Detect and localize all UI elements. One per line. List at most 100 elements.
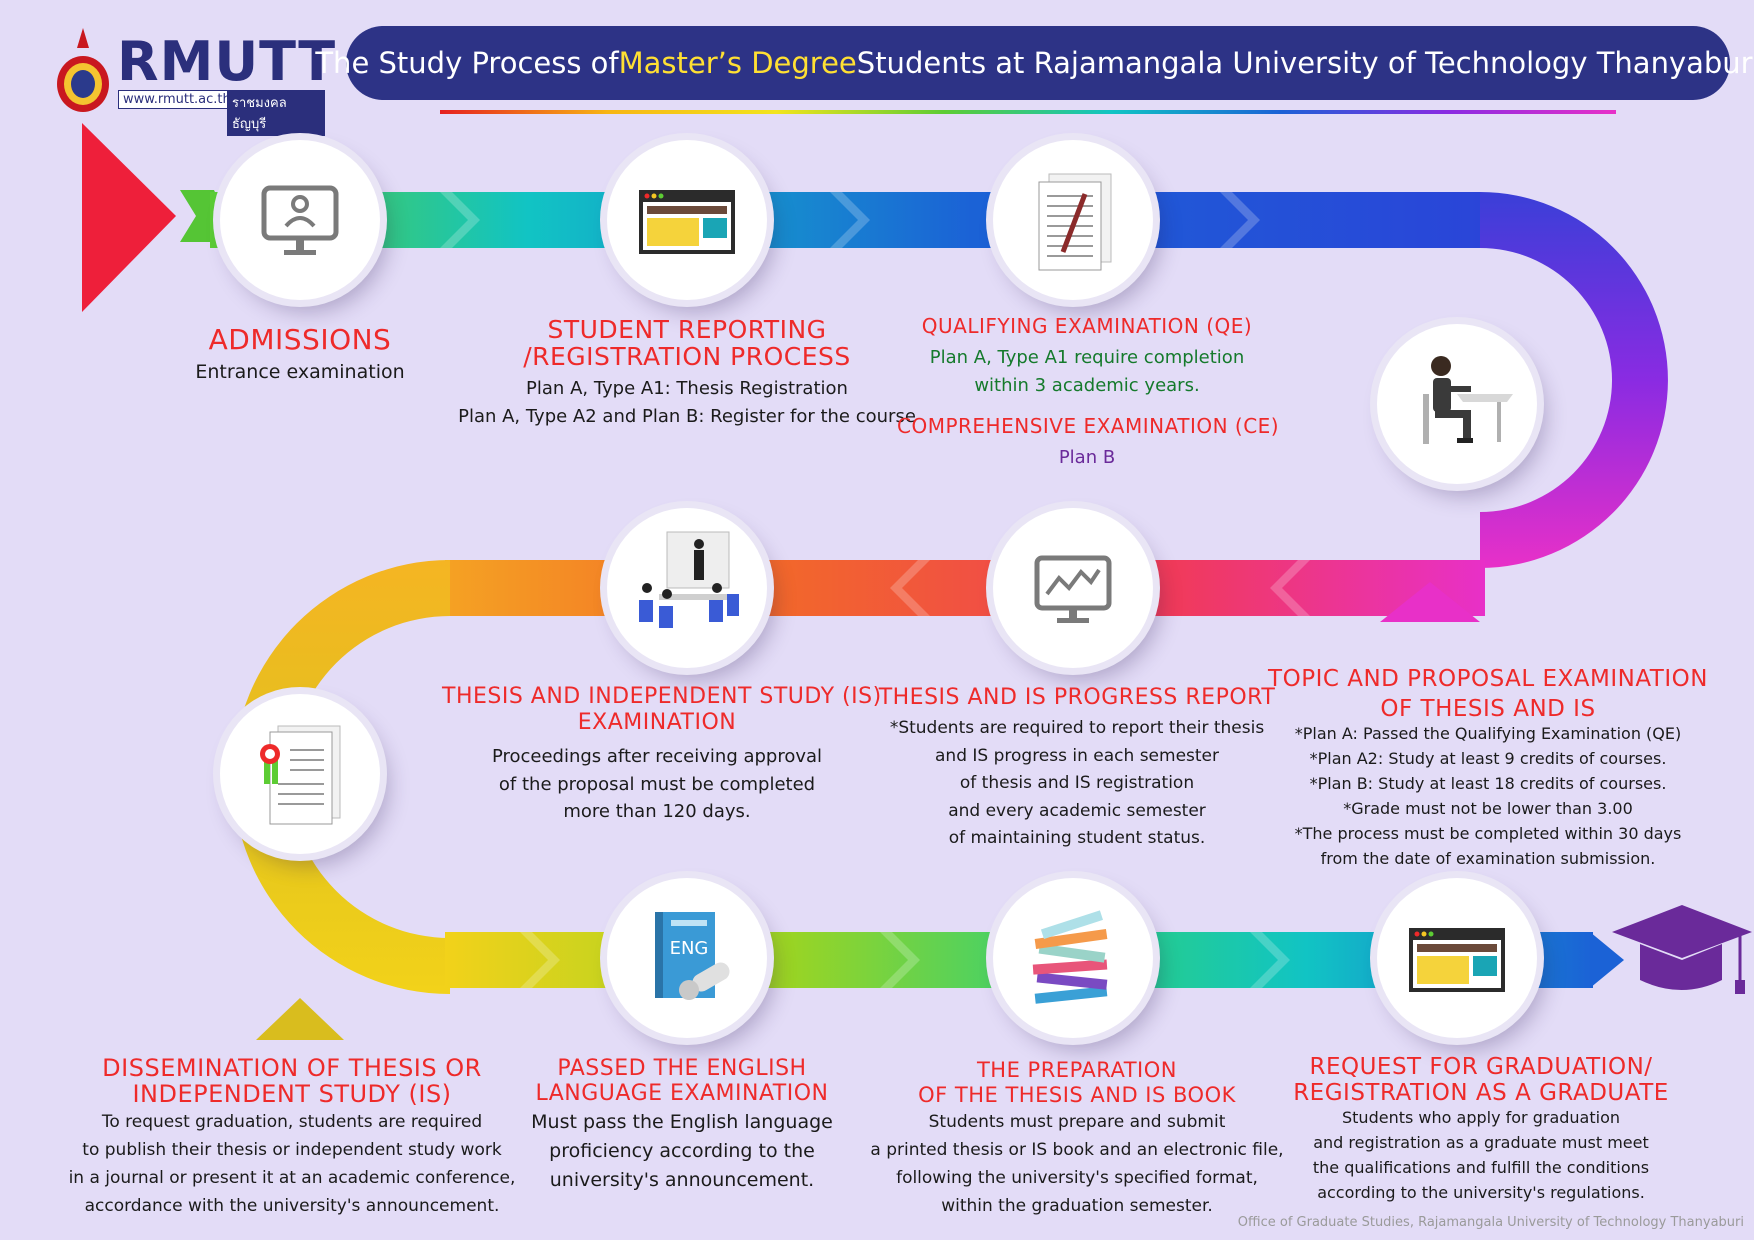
topic-title-line2: OF THESIS AND IS — [1380, 696, 1596, 722]
book-title: THE PREPARATION OF THE THESIS AND IS BOO… — [877, 1058, 1277, 1108]
step-progress-circle — [993, 508, 1153, 668]
topic-text: *Plan A: Passed the Qualifying Examinati… — [1256, 721, 1720, 871]
registration-title-line1: STUDENT REPORTING — [547, 315, 827, 344]
registration-title: STUDENT REPORTING /REGISTRATION PROCESS — [487, 316, 887, 370]
admissions-line: Entrance examination — [195, 361, 405, 383]
browser-window-icon — [1409, 928, 1505, 992]
qualifying-title: QUALIFYING EXAMINATION (QE) — [921, 314, 1253, 338]
comprehensive-title: COMPREHENSIVE EXAMINATION (CE) — [897, 414, 1280, 438]
computer-user-icon — [261, 185, 339, 255]
graduate-title: REQUEST FOR GRADUATION/ REGISTRATION AS … — [1286, 1054, 1676, 1106]
step-graduate-circle — [1377, 878, 1537, 1038]
english-book-label: ENG — [670, 938, 709, 959]
thesis-exam-line: more than 120 days. — [563, 801, 751, 822]
topic-line: *Grade must not be lower than 3.00 — [1343, 799, 1633, 818]
meeting-presentation-icon — [639, 531, 739, 628]
graduation-cap-icon — [1612, 905, 1752, 994]
progress-title: THESIS AND IS PROGRESS REPORT — [878, 685, 1276, 710]
english-line: proficiency according to the — [549, 1140, 815, 1162]
graduate-line: Students who apply for graduation — [1342, 1108, 1620, 1127]
registration-line: Plan A, Type A1: Thesis Registration — [526, 378, 848, 399]
admissions-title: ADMISSIONS — [208, 323, 392, 356]
page-title: The Study Process of Master’s Degree Stu… — [315, 26, 1754, 100]
logo-wordmark: RMUTT — [117, 30, 337, 93]
step-qualifying-circle — [993, 140, 1153, 300]
dissemination-title: DISSEMINATION OF THESIS OR INDEPENDENT S… — [82, 1055, 502, 1107]
topic-title: TOPIC AND PROPOSAL EXAMINATION OF THESIS… — [1266, 664, 1710, 724]
thesis-exam-line: Proceedings after receiving approval — [491, 746, 823, 767]
dissemination-text: To request graduation, students are requ… — [47, 1108, 537, 1220]
step-english-circle: ENG — [607, 878, 767, 1038]
dissemination-line: To request graduation, students are requ… — [101, 1112, 483, 1132]
qualifying-line: Plan A, Type A1 require completion — [929, 347, 1245, 368]
topic-line: from the date of examination submission. — [1320, 849, 1656, 868]
book-title-line2: OF THE THESIS AND IS BOOK — [918, 1083, 1236, 1107]
book-line: a printed thesis or IS book and an elect… — [870, 1140, 1284, 1160]
comprehensive-text: Plan B — [897, 444, 1277, 471]
thesis-exam-title: THESIS AND INDEPENDENT STUDY (IS) EXAMIN… — [442, 684, 882, 736]
step-registration-circle — [607, 140, 767, 300]
topic-line: *Plan A2: Study at least 9 credits of co… — [1309, 749, 1667, 768]
footer-credit: Office of Graduate Studies, Rajamangala … — [1237, 1215, 1744, 1230]
english-title: PASSED THE ENGLISH LANGUAGE EXAMINATION — [502, 1056, 862, 1106]
thesis-exam-title-line2: EXAMINATION — [577, 710, 737, 735]
english-title-line1: PASSED THE ENGLISH — [557, 1056, 807, 1081]
topic-line: *The process must be completed within 30… — [1294, 824, 1682, 843]
monitor-chart-icon — [1034, 555, 1112, 623]
logo-thai-name: ราชมงคลธัญบุรี — [227, 90, 325, 136]
progress-text: *Students are required to report their t… — [867, 715, 1287, 853]
admissions-text: Entrance examination — [150, 358, 450, 387]
topic-line: *Plan A: Passed the Qualifying Examinati… — [1294, 724, 1682, 743]
topic-line: *Plan B: Study at least 18 credits of co… — [1309, 774, 1667, 793]
book-line: following the university's specified for… — [896, 1168, 1258, 1188]
graduate-line: the qualifications and fulfill the condi… — [1312, 1158, 1650, 1177]
progress-line: and IS progress in each semester — [935, 745, 1219, 766]
graduate-title-line1: REQUEST FOR GRADUATION/ — [1309, 1054, 1653, 1080]
dissemination-line: accordance with the university's announc… — [84, 1196, 500, 1216]
progress-line: *Students are required to report their t… — [889, 718, 1265, 738]
english-line: university's announcement. — [549, 1169, 815, 1191]
graduate-text: Students who apply for graduation and re… — [1276, 1105, 1686, 1205]
topic-title-line1: TOPIC AND PROPOSAL EXAMINATION — [1268, 666, 1708, 692]
book-stack-icon — [1032, 910, 1108, 1004]
progress-line: of maintaining student status. — [948, 828, 1206, 848]
thesis-exam-title-line1: THESIS AND INDEPENDENT STUDY (IS) — [442, 684, 882, 709]
english-title-line2: LANGUAGE EXAMINATION — [535, 1081, 829, 1106]
title-prefix: The Study Process of — [315, 46, 619, 80]
logo: RMUTT www.rmutt.ac.th ราชมงคลธัญบุรี — [55, 28, 335, 136]
book-line: Students must prepare and submit — [928, 1112, 1226, 1132]
university-seal-icon — [57, 28, 109, 112]
book-line: within the graduation semester. — [941, 1196, 1213, 1216]
document-pen-icon — [1038, 173, 1112, 271]
book-text: Students must prepare and submit a print… — [837, 1108, 1317, 1220]
graduate-title-line2: REGISTRATION AS A GRADUATE — [1293, 1080, 1669, 1106]
student-desk-icon — [1423, 356, 1513, 444]
english-text: Must pass the English language proficien… — [512, 1108, 852, 1195]
step-admissions-circle — [220, 140, 380, 300]
registration-title-line2: /REGISTRATION PROCESS — [523, 342, 851, 371]
book-title-line1: THE PREPARATION — [976, 1058, 1177, 1082]
english-book-icon: ENG — [655, 912, 730, 1000]
thesis-exam-text: Proceedings after receiving approval of … — [462, 743, 852, 826]
dissemination-line: in a journal or present it at an academi… — [68, 1168, 516, 1188]
title-highlight: Master’s Degree — [618, 46, 857, 80]
dissemination-title-line2: INDEPENDENT STUDY (IS) — [132, 1080, 452, 1108]
browser-window-icon — [639, 190, 735, 254]
english-line: Must pass the English language — [531, 1111, 833, 1133]
registration-line: Plan A, Type A2 and Plan B: Register for… — [458, 406, 916, 427]
step-dissemination-circle — [220, 694, 380, 854]
qualifying-text: Plan A, Type A1 require completion withi… — [907, 344, 1267, 400]
step-thesis-exam-circle — [607, 508, 767, 668]
dissemination-line: to publish their thesis or independent s… — [82, 1140, 502, 1160]
qualifying-line: within 3 academic years. — [974, 375, 1200, 396]
progress-line: and every academic semester — [948, 800, 1206, 821]
progress-line: of thesis and IS registration — [959, 773, 1195, 793]
thesis-exam-line: of the proposal must be completed — [498, 773, 816, 795]
comprehensive-line: Plan B — [1058, 447, 1116, 468]
registration-text: Plan A, Type A1: Thesis Registration Pla… — [447, 375, 927, 431]
graduate-line: and registration as a graduate must meet — [1313, 1133, 1649, 1152]
step-book-circle — [993, 878, 1153, 1038]
title-underline — [440, 110, 1616, 114]
logo-url[interactable]: www.rmutt.ac.th — [118, 90, 236, 109]
